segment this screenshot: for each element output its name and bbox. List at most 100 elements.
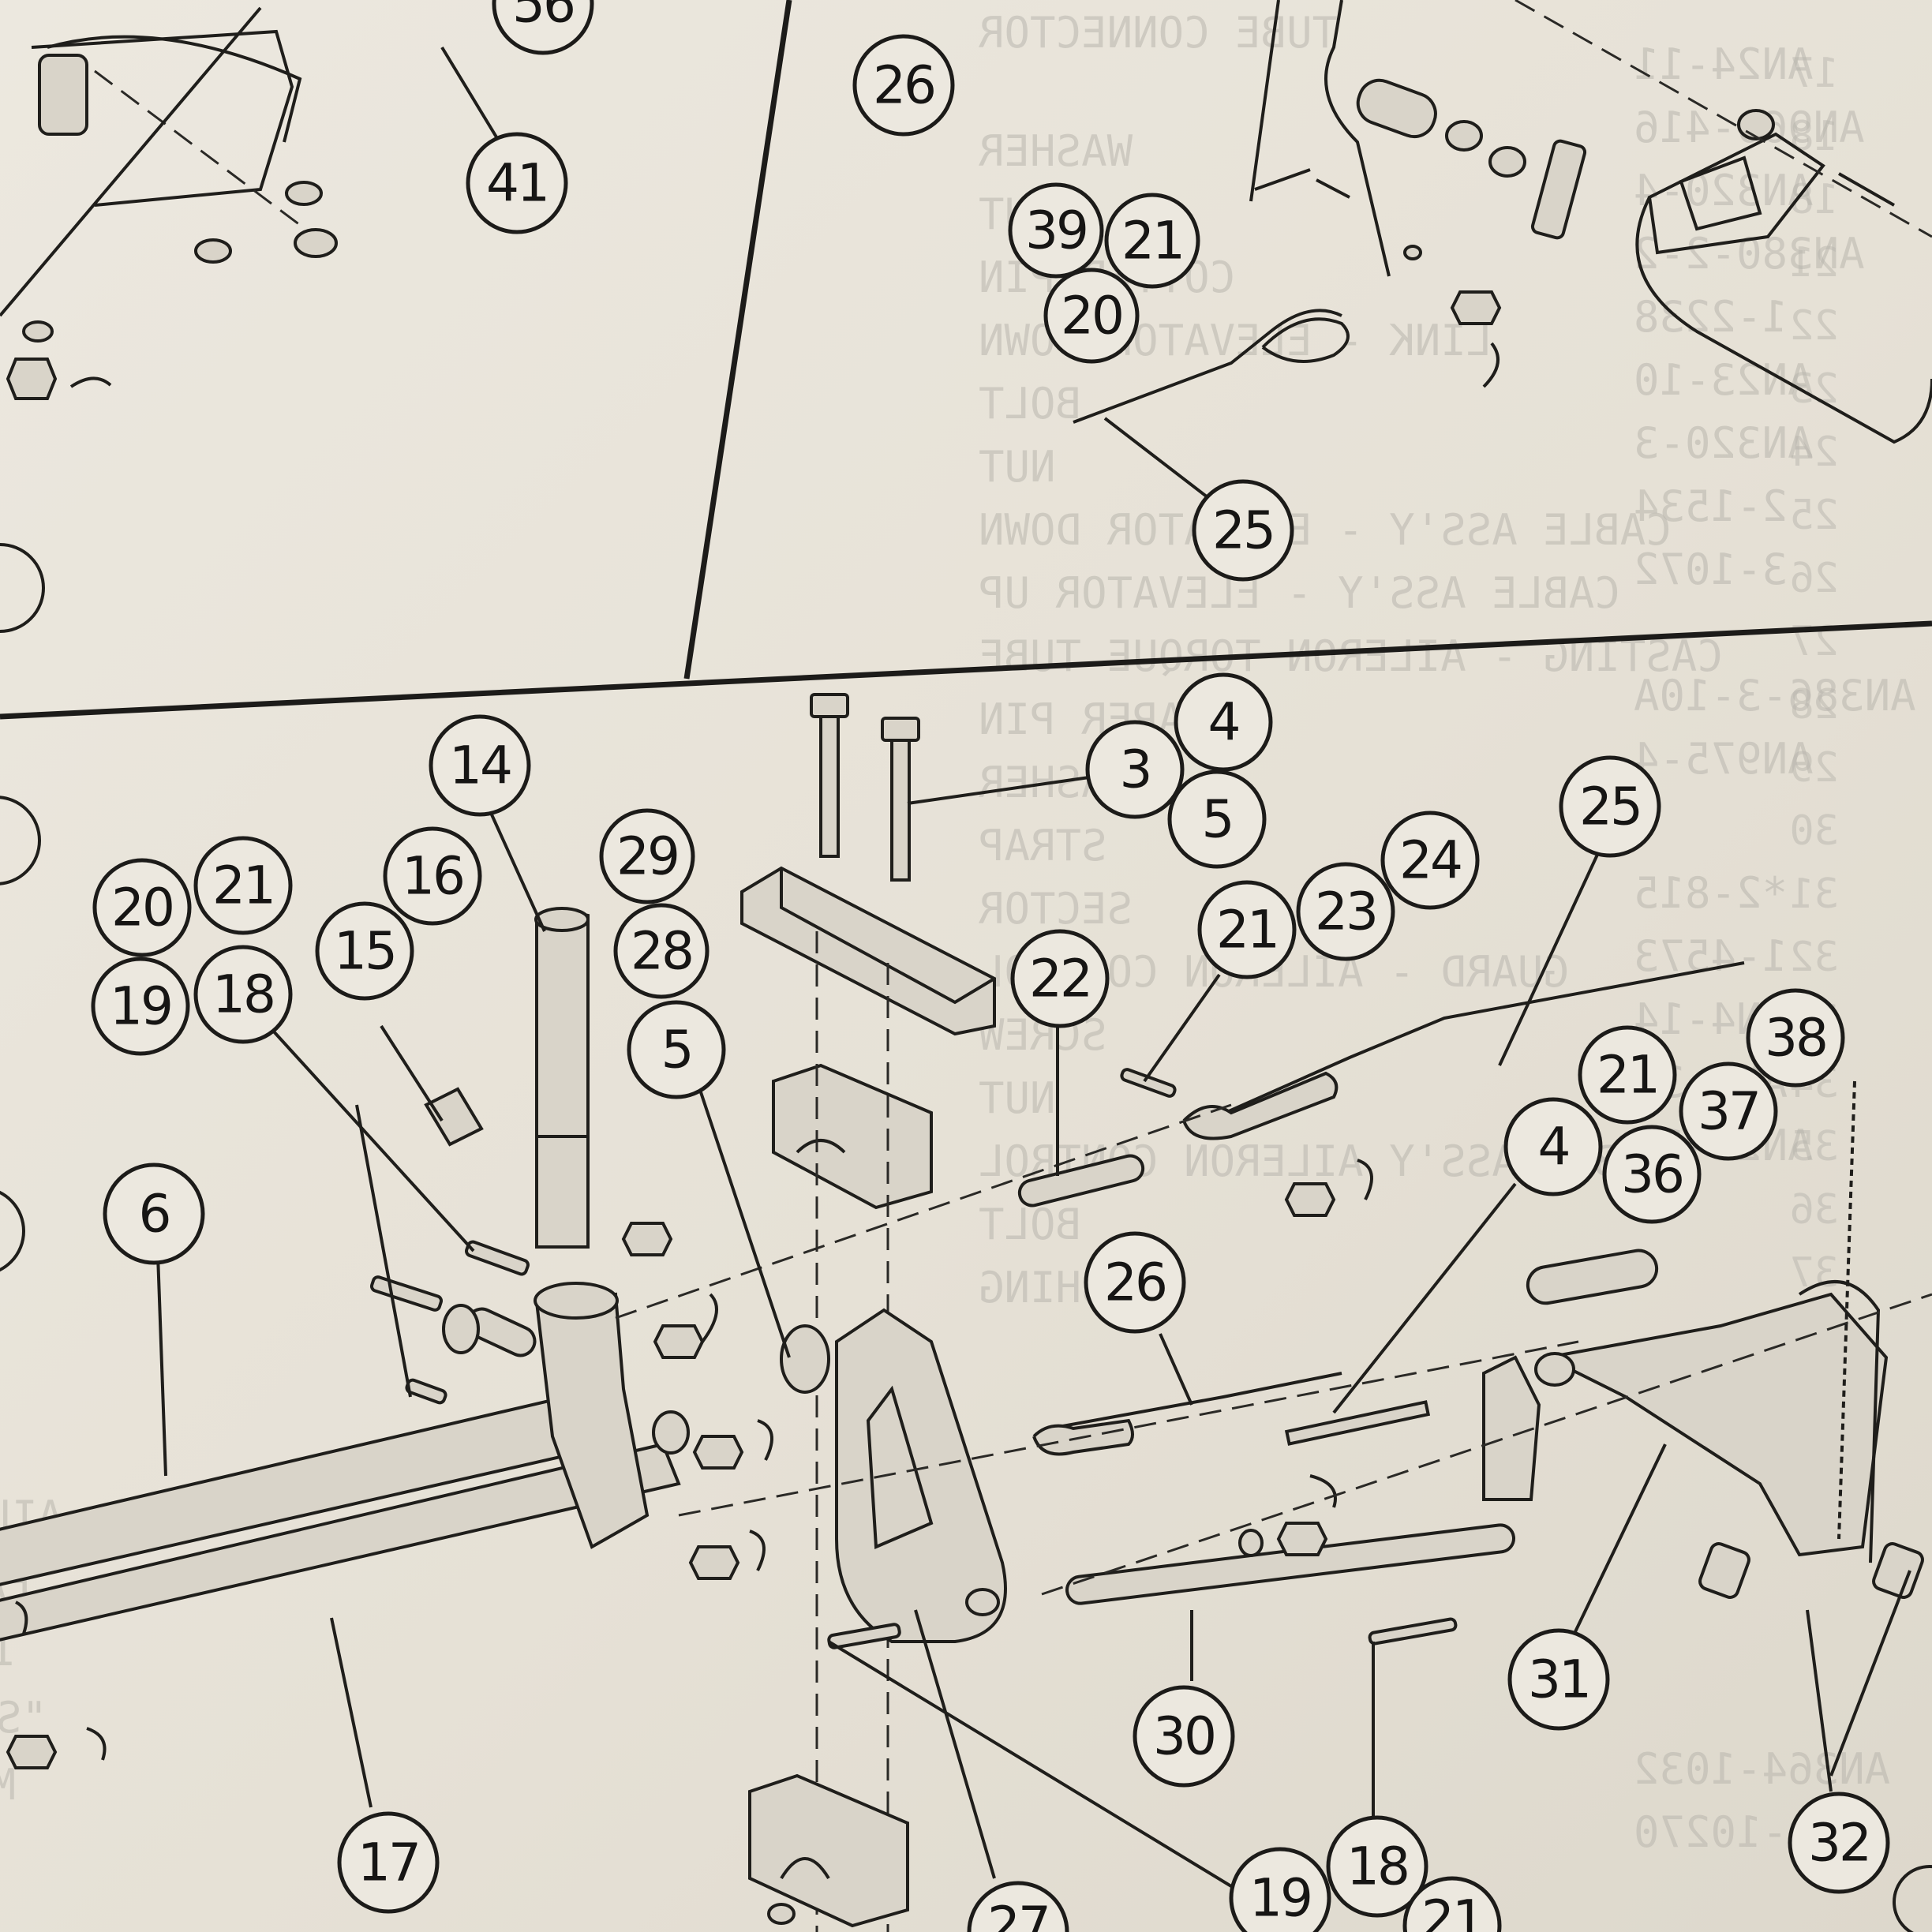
callout-5: 5 (627, 1000, 726, 1099)
upper-right-parts (1073, 0, 1932, 499)
assembly-axis (1515, 0, 1932, 238)
hinge-bracket (1482, 1355, 1541, 1501)
cable-aileron (1207, 961, 1745, 1122)
square-tube-edge (780, 868, 996, 1005)
svg-text:25: 25 (1579, 777, 1641, 837)
leader-line (1143, 973, 1221, 1083)
cropped-edge-balloons (0, 543, 1932, 1932)
washer (294, 228, 338, 258)
leader-line (1829, 1570, 1911, 1777)
ghost-desc: TUBE CONNECTOR (979, 8, 1339, 58)
ghost-index: 30 (1789, 807, 1839, 855)
ghost-index: 28 (1789, 681, 1839, 728)
washer (1445, 120, 1483, 152)
bushing-end (1737, 109, 1775, 140)
assembly-axis (94, 69, 316, 238)
leader-line (355, 1104, 412, 1398)
bolt (1838, 172, 1895, 207)
callout-23: 23 (1296, 862, 1395, 961)
callout-28: 28 (613, 903, 710, 999)
ghost-index: 21 (1789, 239, 1839, 286)
bolt (405, 1378, 447, 1405)
ghost-part-number: 1-10270 (1634, 1807, 1814, 1857)
leader-line (156, 1254, 167, 1477)
ghost-part-number: AN364-1032 (1634, 1744, 1890, 1794)
ghost-index: 22 (1789, 302, 1839, 350)
plate-cutout (1679, 155, 1762, 231)
lower-clamp-block (748, 1773, 909, 1928)
ghost-desc: TAPER PIN (979, 695, 1210, 744)
hex-nut (1450, 290, 1502, 325)
hex-nut (1276, 1522, 1328, 1556)
callout-32: 32 (1788, 1792, 1890, 1894)
svg-text:24: 24 (1399, 830, 1461, 891)
svg-text:4: 4 (1208, 692, 1239, 753)
callout-21-bottom: 21 (1402, 1876, 1502, 1932)
callout-22: 22 (1010, 929, 1110, 1028)
svg-text:30: 30 (1153, 1706, 1215, 1767)
washer (285, 181, 323, 206)
leader-line (0, 6, 262, 317)
washer (1403, 245, 1422, 260)
svg-text:21: 21 (1421, 1889, 1483, 1932)
cotter-pin-icon (749, 1530, 766, 1571)
bracket-arm (47, 35, 302, 143)
callout-27: 27 (967, 1881, 1069, 1932)
leader-line (1498, 844, 1604, 1066)
washer (22, 320, 54, 343)
svg-text:5: 5 (1202, 789, 1233, 850)
callout-25: 25 (1192, 479, 1294, 582)
svg-text:37: 37 (1698, 1081, 1759, 1142)
callout-21-mid: 21 (1197, 880, 1297, 979)
pivot-washer (1534, 1352, 1575, 1387)
cable-clevis (1261, 317, 1350, 363)
bell-crank-edge (1635, 197, 1932, 444)
ghost-index: 36 (1789, 1186, 1839, 1234)
svg-text:18: 18 (1346, 1837, 1408, 1897)
leader-line (1806, 1609, 1833, 1792)
callout-4-right: 4 (1503, 1097, 1603, 1196)
hex-nut (621, 1222, 673, 1256)
ghost-part-number: 3-1072 (1634, 545, 1788, 594)
leader-line (1569, 1443, 1667, 1642)
bolt (1368, 1617, 1458, 1646)
crank-arm (1798, 1280, 1881, 1563)
washer (1488, 146, 1526, 178)
ghost-index: 25 (1789, 492, 1839, 539)
horizontal-panel-divider (0, 620, 1932, 720)
cropped-balloon (1893, 1865, 1932, 1932)
cotter-pin-icon (701, 1293, 718, 1343)
ghost-index: 24 (1789, 429, 1839, 476)
casting-bore (534, 1282, 619, 1320)
bolt (1316, 178, 1350, 199)
cable-up (1073, 309, 1342, 424)
callout-18: 18 (193, 945, 293, 1044)
leader-line (907, 776, 1090, 805)
ghost-note: "S" INSPECTION STAMP ON THIS PART (0, 1693, 47, 1743)
ghost-index: 26 (1789, 555, 1839, 602)
ghost-part-number: *2-815 (1634, 868, 1788, 918)
ghost-desc: BOLT (979, 379, 1081, 429)
callout-20-left: 20 (92, 858, 192, 957)
ghost-desc: CABLE ASS'Y - ELEVATOR DOWN (979, 505, 1672, 555)
ghost-index: 17 (1789, 50, 1839, 97)
callout-29: 29 (599, 808, 695, 904)
elevator-down-link (1017, 1154, 1145, 1208)
washer (194, 238, 232, 264)
svg-text:26: 26 (1104, 1252, 1166, 1313)
callout-36: 36 (1602, 1125, 1702, 1224)
lower-panel-parts (0, 693, 1932, 1932)
ghost-index: 18 (1789, 113, 1839, 160)
bent-link (1324, 0, 1391, 277)
bushing (1356, 78, 1437, 139)
stick-socket (535, 1135, 590, 1249)
terminal (1698, 1542, 1750, 1599)
hex-nut (688, 1545, 740, 1580)
svg-text:38: 38 (1765, 1008, 1826, 1069)
ghost-desc: CABLE ASS'Y - ELEVATOR UP (979, 568, 1620, 618)
cropped-balloon (0, 796, 41, 886)
callout-31: 31 (1507, 1628, 1610, 1731)
callout-balloons: 56 41 26 39 21 20 25 14 29 28 5 3 4 5 20… (91, 0, 1890, 1932)
